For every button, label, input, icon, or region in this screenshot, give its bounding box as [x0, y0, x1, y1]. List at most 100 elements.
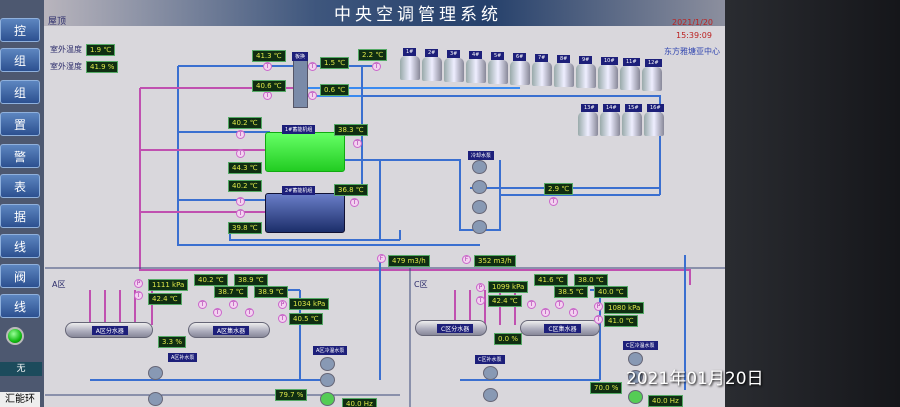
nav-button-9[interactable]: 线	[0, 294, 40, 318]
readout-10: 39.8 ℃	[228, 222, 262, 234]
pump-icon-0[interactable]	[472, 160, 487, 174]
pump-icon-8[interactable]	[320, 392, 335, 406]
cooling-tower-11[interactable]	[620, 66, 640, 90]
temperature-sensor-icon[interactable]: T	[372, 62, 381, 71]
readout-4: 2.2 ℃	[358, 49, 388, 61]
c-supply-header[interactable]: C区分水器	[415, 320, 487, 336]
temperature-sensor-icon[interactable]: T	[569, 308, 578, 317]
cooling-tower-10[interactable]	[598, 65, 618, 89]
cooling-tower-2[interactable]	[422, 57, 442, 81]
cooling-tower-13[interactable]	[578, 112, 598, 136]
pump-icon-13[interactable]	[628, 390, 643, 404]
pump-icon-7[interactable]	[320, 373, 335, 387]
plate-hx-label: 板换	[292, 52, 309, 61]
cooling-tower-8[interactable]	[554, 63, 574, 87]
pressure-sensor-icon[interactable]: P	[278, 300, 287, 309]
pump-icon-1[interactable]	[472, 180, 487, 194]
nav-button-8[interactable]: 阀	[0, 264, 40, 288]
temperature-sensor-icon[interactable]: T	[594, 315, 603, 324]
chiller-1[interactable]	[265, 132, 345, 172]
flow-sensor-icon[interactable]: F	[377, 254, 386, 263]
temperature-sensor-icon[interactable]: T	[263, 62, 272, 71]
outdoor-humidity-label: 室外湿度	[50, 62, 82, 71]
temperature-sensor-icon[interactable]: T	[263, 91, 272, 100]
cooling-tower-9[interactable]	[576, 64, 596, 88]
cooling-tower-5[interactable]	[488, 60, 508, 84]
nav-button-4[interactable]: 警	[0, 144, 40, 168]
pump-icon-5[interactable]	[148, 392, 163, 406]
a-return-header-label: A区集水器	[213, 326, 250, 335]
nav-button-5[interactable]: 表	[0, 174, 40, 198]
cooling-tower-label-4: 4#	[469, 51, 483, 59]
pressure-sensor-icon[interactable]: P	[594, 302, 603, 311]
pump-icon-9[interactable]	[483, 366, 498, 380]
readout-14: 1111 kPa	[148, 279, 189, 291]
nav-button-0[interactable]: 控	[0, 18, 40, 42]
readout-33: 0.0 %	[494, 333, 523, 345]
cooling-tower-12[interactable]	[642, 67, 662, 91]
cooling-tower-6[interactable]	[510, 61, 530, 85]
c-return-header[interactable]: C区集水器	[520, 320, 600, 336]
temperature-sensor-icon[interactable]: T	[198, 300, 207, 309]
flow-sensor-icon[interactable]: F	[462, 255, 471, 264]
temperature-sensor-icon[interactable]: T	[236, 130, 245, 139]
chiller-2[interactable]	[265, 193, 345, 233]
c-supply-header-label: C区分水器	[437, 324, 474, 333]
readout-31: 1080 kPa	[604, 302, 645, 314]
cooling-tower-1[interactable]	[400, 56, 420, 80]
chiller-1-label: 1#蓄能机组	[282, 125, 316, 134]
title-bar: 中央空调管理系统	[44, 0, 725, 26]
pressure-sensor-icon[interactable]: P	[134, 279, 143, 288]
temperature-sensor-icon[interactable]: T	[229, 300, 238, 309]
nav-button-6[interactable]: 据	[0, 204, 40, 228]
pump-icon-10[interactable]	[483, 388, 498, 402]
temperature-sensor-icon[interactable]: T	[245, 308, 254, 317]
temperature-sensor-icon[interactable]: T	[134, 291, 143, 300]
nav-button-1[interactable]: 组	[0, 48, 40, 72]
readout-25: 1099 kPa	[488, 281, 529, 293]
pump-icon-2[interactable]	[472, 200, 487, 214]
temperature-sensor-icon[interactable]: T	[308, 91, 317, 100]
temperature-sensor-icon[interactable]: T	[353, 139, 362, 148]
cooling-tower-3[interactable]	[444, 58, 464, 82]
readout-18: 38.9 ℃	[234, 274, 268, 286]
temperature-sensor-icon[interactable]: T	[308, 62, 317, 71]
temperature-sensor-icon[interactable]: T	[549, 197, 558, 206]
pump-icon-6[interactable]	[320, 357, 335, 371]
temperature-sensor-icon[interactable]: T	[278, 314, 287, 323]
a-return-header[interactable]: A区集水器	[188, 322, 270, 338]
pump-icon-4[interactable]	[148, 366, 163, 380]
readout-19: 38.9 ℃	[254, 286, 288, 298]
temperature-sensor-icon[interactable]: T	[476, 296, 485, 305]
nav-button-3[interactable]: 置	[0, 112, 40, 136]
temperature-sensor-icon[interactable]: T	[236, 149, 245, 158]
temperature-sensor-icon[interactable]: T	[236, 197, 245, 206]
cooling-tower-label-11: 11#	[623, 58, 640, 66]
pump-icon-11[interactable]	[628, 352, 643, 366]
temperature-sensor-icon[interactable]: T	[555, 300, 564, 309]
temperature-sensor-icon[interactable]: T	[213, 308, 222, 317]
cooling-tower-4[interactable]	[466, 59, 486, 83]
pressure-sensor-icon[interactable]: P	[476, 283, 485, 292]
cooling-tower-7[interactable]	[532, 62, 552, 86]
a-supply-header[interactable]: A区分水器	[65, 322, 153, 338]
nav-button-2[interactable]: 组	[0, 80, 40, 104]
temperature-sensor-icon[interactable]: T	[350, 198, 359, 207]
readout-30: 40.0 ℃	[594, 286, 628, 298]
readout-3: 0.6 ℃	[320, 84, 350, 96]
outdoor-humidity-value: 41.9 %	[86, 61, 119, 73]
cooling-tower-14[interactable]	[600, 112, 620, 136]
temperature-sensor-icon[interactable]: T	[236, 209, 245, 218]
nav-button-7[interactable]: 线	[0, 234, 40, 258]
temperature-sensor-icon[interactable]: T	[527, 300, 536, 309]
footer-button[interactable]: 汇能环	[0, 392, 40, 407]
cooling-tower-16[interactable]	[644, 112, 664, 136]
a-makeup-pump-label: A区补水泵	[168, 353, 198, 362]
temperature-sensor-icon[interactable]: T	[541, 308, 550, 317]
readout-7: 44.3 ℃	[228, 162, 262, 174]
cooling-tower-15[interactable]	[622, 112, 642, 136]
c-makeup-pump-label: C区补水泵	[475, 355, 505, 364]
pump-icon-3[interactable]	[472, 220, 487, 234]
sidebar-nav: 控组组置警表据线阀线	[0, 0, 44, 407]
pump-icon-12[interactable]	[628, 370, 643, 384]
